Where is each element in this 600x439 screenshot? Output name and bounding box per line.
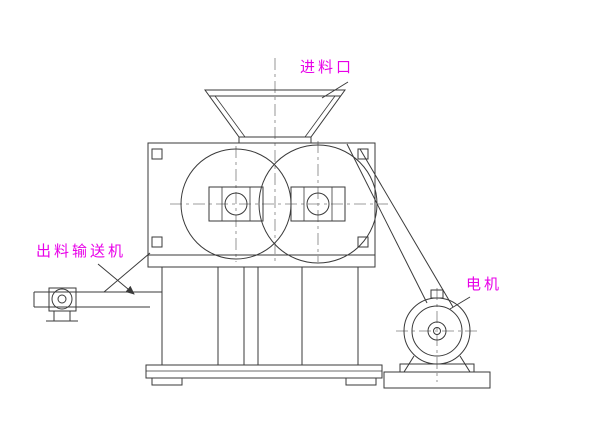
machine-body xyxy=(147,142,376,256)
pulley-bracket xyxy=(48,287,77,312)
motor-top-lug xyxy=(430,289,444,299)
feed-inlet-label: 进料口 xyxy=(300,58,355,76)
discharge-conveyor xyxy=(33,252,162,322)
leader-lines xyxy=(97,81,471,310)
discharge-chute xyxy=(103,252,151,293)
base-plate xyxy=(145,364,383,379)
drive-belt xyxy=(346,143,454,308)
motor-label: 电机 xyxy=(466,275,503,293)
bolt-bottom-left xyxy=(151,236,163,248)
bolt-top-right xyxy=(357,148,369,160)
conveyor-pulley xyxy=(51,288,73,310)
feed-inlet-leader xyxy=(321,81,349,99)
foot-left xyxy=(151,377,183,386)
bolt-bottom-right xyxy=(357,236,369,248)
conveyor-leader-arrow xyxy=(97,263,135,295)
stand-frame xyxy=(145,254,383,386)
motor xyxy=(383,289,491,389)
center-lines xyxy=(170,58,479,382)
discharge-conveyor-label: 出料输送机 xyxy=(36,242,127,260)
motor-leader xyxy=(449,296,471,310)
bolt-top-left xyxy=(151,148,163,160)
foot-right xyxy=(345,377,377,386)
feed-hopper xyxy=(204,89,346,143)
motor-base xyxy=(383,371,491,389)
